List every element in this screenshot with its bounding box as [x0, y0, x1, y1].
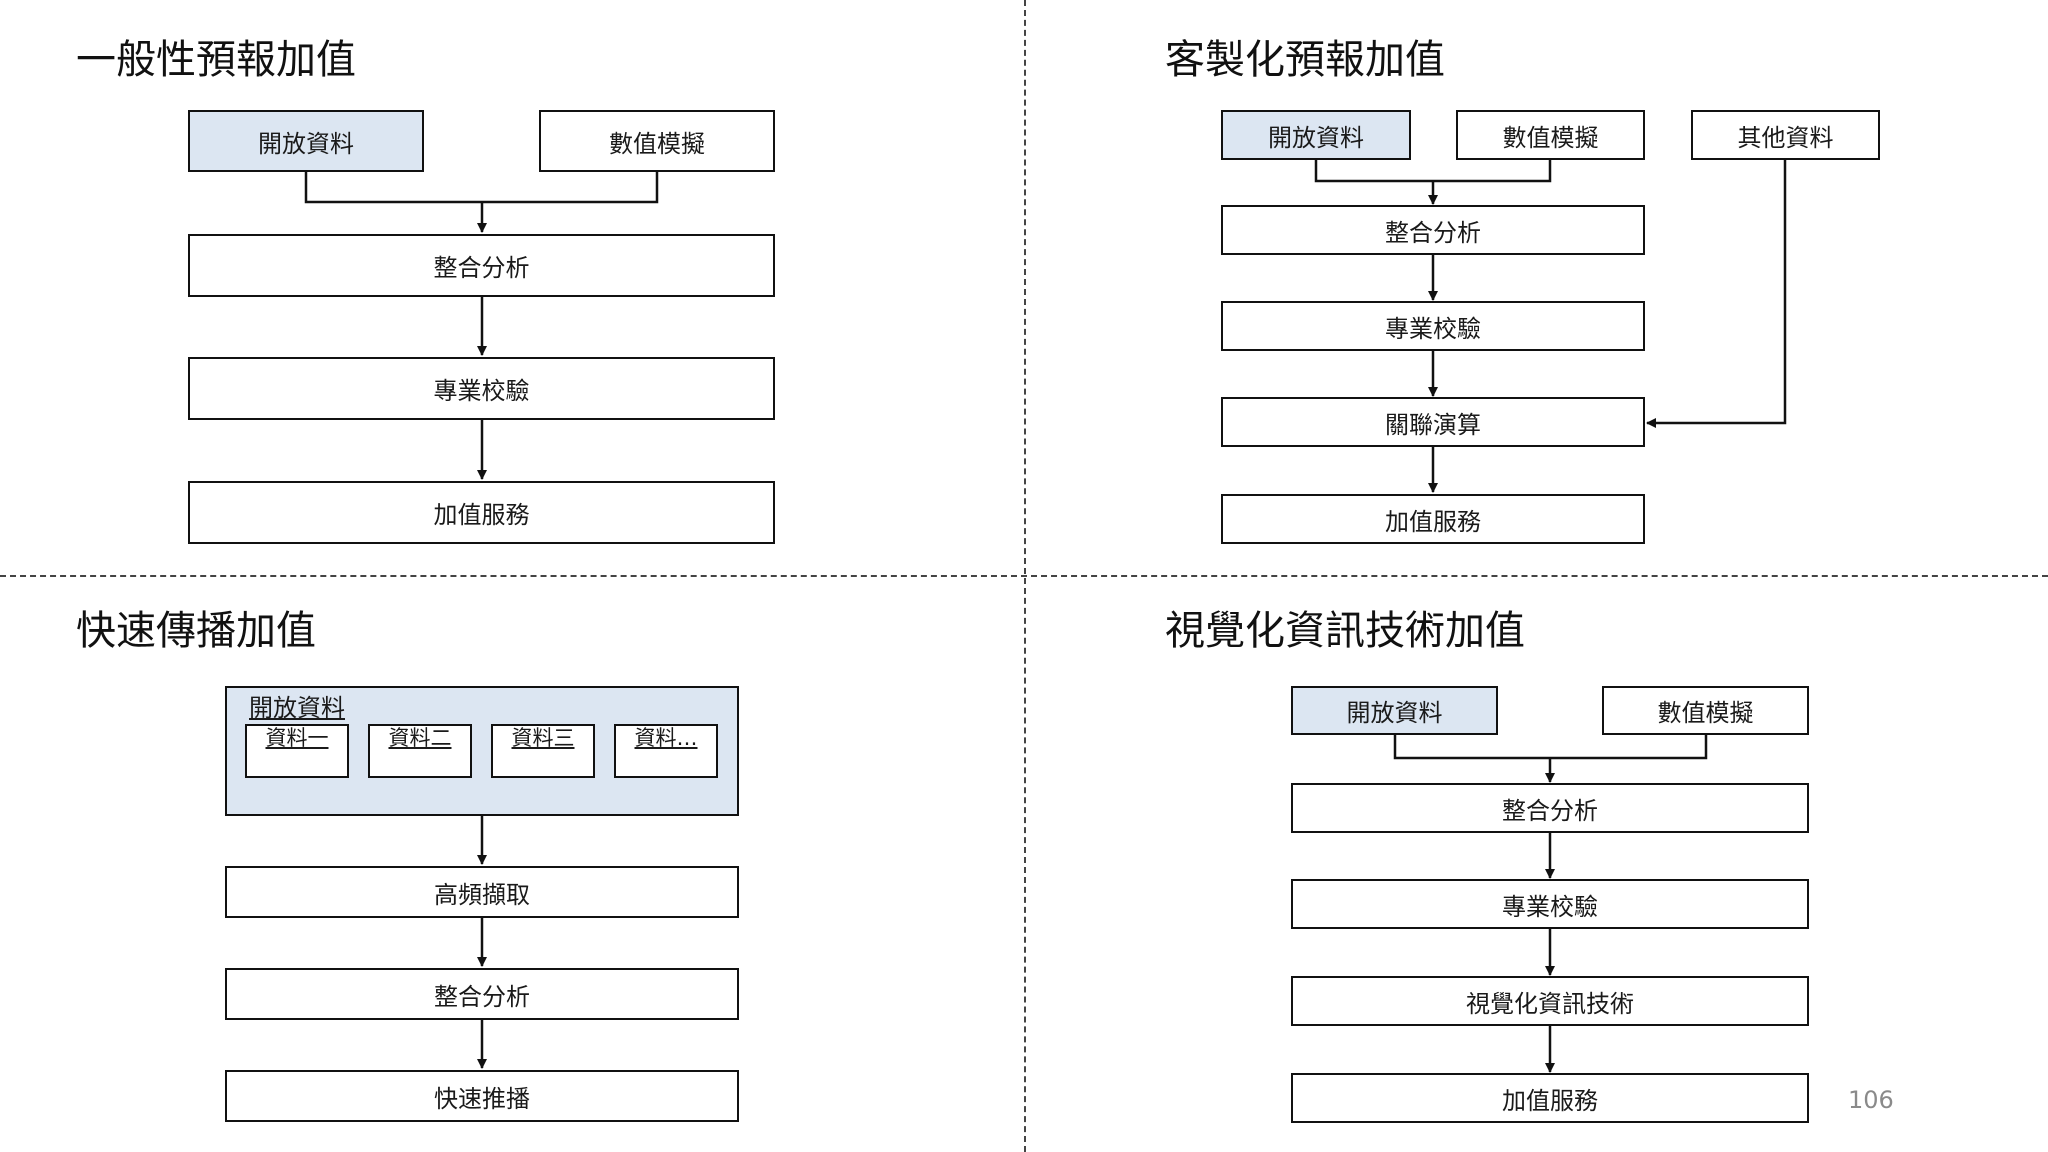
custom-other-data-box: 其他資料	[1691, 110, 1880, 160]
custom-service-box: 加值服務	[1221, 494, 1645, 544]
fast-push-box: 快速推播	[225, 1070, 739, 1122]
fast-integration-box: 整合分析	[225, 968, 739, 1020]
fast-high-freq-box: 高頻擷取	[225, 866, 739, 918]
general-numeric-sim-box: 數值模擬	[539, 110, 775, 172]
general-service-box: 加值服務	[188, 481, 775, 544]
visual-integration-box: 整合分析	[1291, 783, 1809, 833]
page-number: 106	[1848, 1086, 1894, 1114]
fast-data-item-2: 資料二	[368, 724, 472, 778]
visual-expert-check-box: 專業校驗	[1291, 879, 1809, 929]
custom-expert-check-box: 專業校驗	[1221, 301, 1645, 351]
custom-numeric-sim-box: 數值模擬	[1456, 110, 1645, 160]
custom-open-data-box: 開放資料	[1221, 110, 1411, 160]
general-open-data-box: 開放資料	[188, 110, 424, 172]
vertical-divider	[1024, 0, 1026, 1152]
fast-group-label: 開放資料	[249, 694, 345, 722]
general-title: 一般性預報加值	[76, 37, 356, 83]
visual-tech-box: 視覺化資訊技術	[1291, 976, 1809, 1026]
visual-open-data-box: 開放資料	[1291, 686, 1498, 735]
visual-numeric-sim-box: 數值模擬	[1602, 686, 1809, 735]
general-expert-check-box: 專業校驗	[188, 357, 775, 420]
merge-connector-visual	[1393, 735, 1708, 760]
fast-title: 快速傳播加值	[76, 608, 316, 654]
fast-data-item-3: 資料三	[491, 724, 595, 778]
general-integration-box: 整合分析	[188, 234, 775, 297]
arrow-other-data-to-correlation	[1646, 160, 1787, 428]
visual-service-box: 加值服務	[1291, 1073, 1809, 1123]
merge-connector-general	[304, 172, 659, 204]
custom-title: 客製化預報加值	[1165, 37, 1445, 83]
merge-connector-custom	[1314, 160, 1552, 183]
custom-integration-box: 整合分析	[1221, 205, 1645, 255]
custom-correlation-box: 關聯演算	[1221, 397, 1645, 447]
fast-data-item-4: 資料…	[614, 724, 718, 778]
fast-data-item-1: 資料一	[245, 724, 349, 778]
visual-title: 視覺化資訊技術加值	[1165, 608, 1525, 654]
